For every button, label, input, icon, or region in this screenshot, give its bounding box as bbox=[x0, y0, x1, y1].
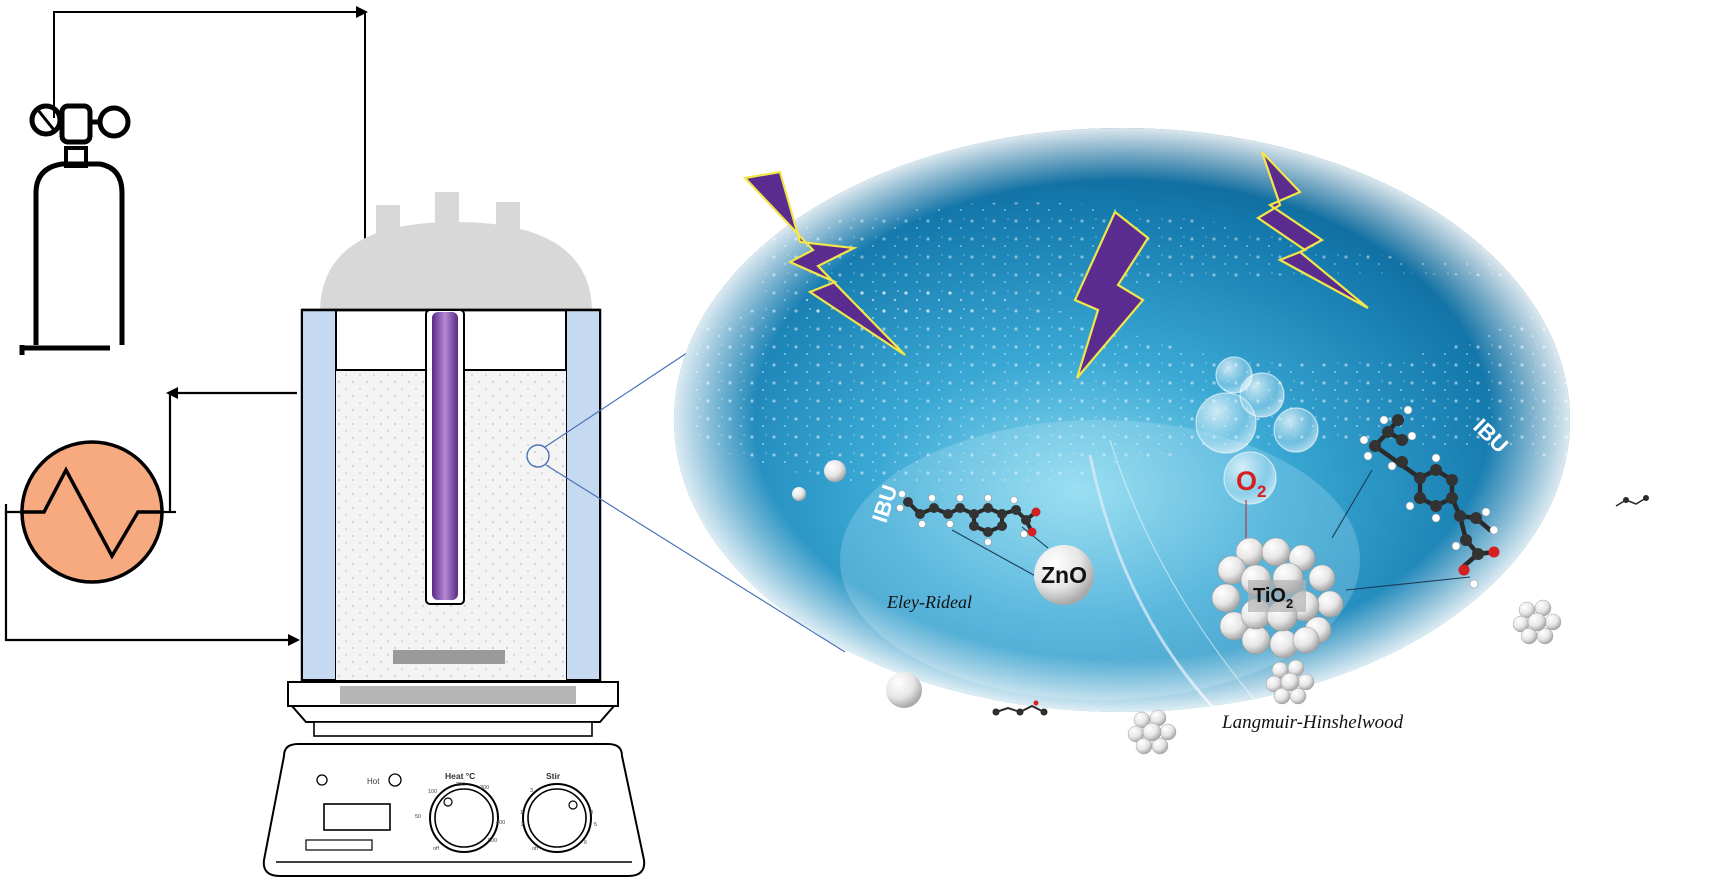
heat-tick: 200 bbox=[456, 782, 465, 788]
heat-tick: off bbox=[433, 846, 439, 852]
ibu-molecule-icon bbox=[1359, 405, 1500, 589]
mechanism-label-right: Langmuir-Hinshelwood bbox=[1221, 712, 1404, 733]
stir-tick: 1 bbox=[520, 810, 523, 816]
ibu-molecule-icon bbox=[896, 490, 1041, 546]
gas-line-arrow-top bbox=[356, 6, 368, 18]
tio2-label: TiO2 bbox=[1253, 585, 1293, 611]
o2-subscript: 2 bbox=[1257, 482, 1266, 501]
o2-label: O2 bbox=[1236, 466, 1266, 501]
small-molecule bbox=[992, 495, 1649, 716]
tio2-cluster bbox=[1211, 537, 1344, 659]
uv-lamp-icon bbox=[425, 309, 465, 605]
stir-tick: 4 bbox=[590, 810, 593, 816]
heat-tick: 50 bbox=[415, 814, 421, 820]
zno-label: ZnO bbox=[1041, 562, 1087, 588]
nanoparticle-cluster bbox=[1127, 599, 1562, 755]
lightning-icon bbox=[742, 151, 1369, 379]
interaction-lines bbox=[951, 469, 1471, 591]
heat-knob-ticks: 100 200 300 400 500 50 off bbox=[415, 782, 505, 852]
stir-tick: 6 bbox=[584, 840, 587, 846]
hotplate-stirrer-icon bbox=[262, 681, 646, 877]
stir-tick: 2 bbox=[521, 822, 524, 828]
mechanism-label-left: Eley-Rideal bbox=[886, 592, 972, 612]
stir-knob-ticks: 1 2 3 4 5 6 off bbox=[520, 788, 597, 852]
heat-tick: 300 bbox=[480, 785, 489, 791]
tio2-label-bg bbox=[1248, 580, 1306, 612]
heat-tick: 100 bbox=[428, 789, 437, 795]
heat-knob-label: Heat °C bbox=[445, 771, 475, 781]
gas-cylinder-icon bbox=[19, 146, 125, 355]
zoom-line-bottom bbox=[545, 464, 846, 653]
hot-indicator-label: Hot bbox=[367, 777, 380, 786]
stir-knob-label: Stir bbox=[546, 771, 561, 781]
zno-particle: ZnO bbox=[1034, 545, 1094, 605]
stir-tick: 5 bbox=[594, 822, 597, 828]
coolant-arrow-out bbox=[166, 387, 178, 399]
zoom-circle bbox=[526, 444, 550, 468]
tio2-subscript: 2 bbox=[1286, 596, 1293, 611]
regulator-icon bbox=[29, 103, 131, 145]
stirrer-bar-icon bbox=[393, 650, 505, 664]
chiller-icon bbox=[20, 440, 164, 584]
heat-tick: 400 bbox=[496, 820, 505, 826]
nanoparticle-icon bbox=[792, 460, 922, 708]
bubbles bbox=[1195, 356, 1319, 505]
coolant-arrow-in bbox=[288, 634, 300, 646]
heat-tick: 500 bbox=[488, 838, 497, 844]
stir-tick: off bbox=[532, 846, 538, 852]
stir-tick: 3 bbox=[530, 788, 533, 794]
